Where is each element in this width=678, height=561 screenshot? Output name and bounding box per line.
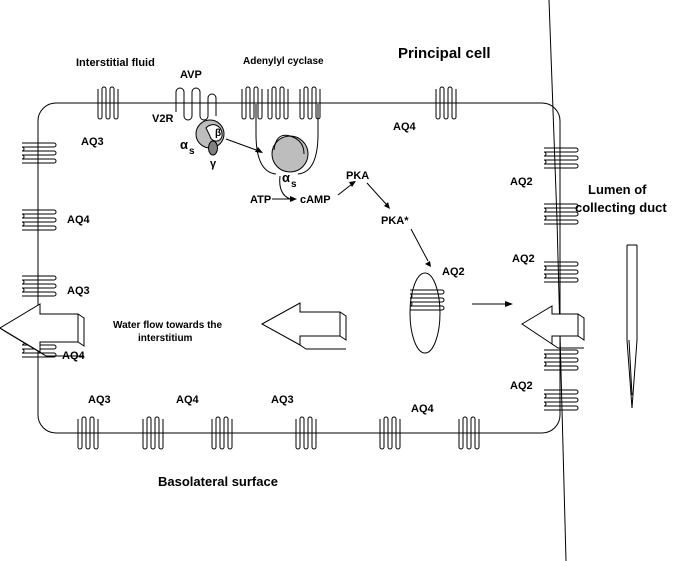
label-aq3-bottom-2: AQ3 bbox=[271, 394, 294, 406]
label-aq2-vesicle: AQ2 bbox=[442, 266, 465, 278]
adenylyl-cyclase bbox=[255, 104, 319, 175]
adenylyl-cyclase-domain bbox=[273, 134, 305, 155]
aq-channel-left-1 bbox=[21, 142, 57, 164]
water-flow-arrow-left bbox=[0, 303, 85, 357]
label-alpha-s-1: α bbox=[180, 137, 188, 152]
label-v2r: V2R bbox=[152, 113, 173, 125]
aq2-channel-right-2 bbox=[543, 203, 579, 225]
label-aq2-right-1: AQ2 bbox=[510, 176, 533, 188]
v2r-receptor bbox=[175, 87, 217, 121]
label-adenylyl-cyclase: Adenylyl cyclase bbox=[243, 56, 324, 67]
label-lumen-line2: collecting duct bbox=[575, 200, 667, 215]
arrow-cyclase-to-atp-curve bbox=[279, 175, 291, 200]
arrow-gprotein-to-cyclase bbox=[225, 138, 260, 152]
aq2-channel-right-5 bbox=[543, 389, 579, 411]
g-protein-gamma bbox=[208, 140, 218, 156]
adenylyl-cyclase-alpha-s bbox=[271, 135, 309, 173]
label-aq3-bottom-1: AQ3 bbox=[88, 394, 111, 406]
arrow-pkastar-to-vesicle-head bbox=[425, 261, 431, 267]
label-aq3-left-top: AQ3 bbox=[81, 136, 104, 148]
aq-channel-left-2 bbox=[21, 209, 57, 231]
aq2-vesicle bbox=[409, 272, 441, 354]
apical-boundary-line bbox=[548, 0, 567, 561]
label-alpha-s-2: α bbox=[282, 170, 290, 185]
label-camp: cAMP bbox=[300, 194, 331, 206]
label-water-flow-line1: Water flow towards the bbox=[113, 320, 223, 331]
label-aq2-right-3: AQ2 bbox=[510, 380, 533, 392]
label-principal-cell: Principal cell bbox=[398, 45, 491, 62]
arrow-vesicle-to-membrane-head bbox=[505, 301, 513, 307]
label-beta: β bbox=[215, 128, 221, 139]
aq-channel-left-3 bbox=[21, 275, 57, 297]
label-pka: PKA bbox=[346, 170, 369, 182]
aq2-channel-right-1 bbox=[543, 147, 579, 169]
arrow-pkastar-to-vesicle bbox=[410, 228, 429, 262]
label-alpha-s-2-sub: s bbox=[291, 179, 297, 190]
arrow-camp-to-pka bbox=[337, 183, 353, 196]
label-aq4-bottom-1: AQ4 bbox=[176, 394, 200, 406]
aq2-channel-right-3 bbox=[543, 261, 579, 283]
label-avp: AVP bbox=[180, 69, 202, 81]
label-alpha-s-1-sub: s bbox=[189, 146, 195, 157]
arrow-atp-to-camp-head bbox=[290, 196, 297, 202]
label-aq3-left-low: AQ3 bbox=[67, 285, 90, 297]
label-aq4-bottom-2: AQ4 bbox=[411, 403, 435, 415]
label-aq4-left-mid: AQ4 bbox=[67, 214, 91, 226]
label-aq4-left-bottom: AQ4 bbox=[62, 350, 86, 362]
label-interstitial-fluid: Interstitial fluid bbox=[76, 57, 155, 69]
label-aq2-right-2: AQ2 bbox=[512, 253, 535, 265]
label-lumen-line1: Lumen of bbox=[588, 182, 647, 197]
arrow-gprotein-to-cyclase-head bbox=[255, 147, 263, 153]
arrow-pka-to-pkastar-head bbox=[384, 202, 390, 209]
label-gamma: γ bbox=[210, 158, 217, 170]
water-flow-arrow-center bbox=[260, 302, 347, 350]
label-atp: ATP bbox=[250, 194, 271, 206]
label-pka-star: PKA* bbox=[381, 215, 409, 227]
label-basolateral-surface: Basolateral surface bbox=[158, 474, 278, 489]
lumen-flow-arrow bbox=[626, 244, 638, 409]
g-protein-beta bbox=[205, 124, 223, 142]
water-flow-arrow-right bbox=[521, 305, 585, 349]
arrow-pka-to-pkastar bbox=[366, 182, 387, 205]
arrow-camp-to-pka-head bbox=[349, 181, 356, 187]
cell-membrane bbox=[37, 102, 561, 434]
label-aq4-top: AQ4 bbox=[393, 121, 417, 133]
label-water-flow-line2: interstitium bbox=[138, 333, 193, 344]
